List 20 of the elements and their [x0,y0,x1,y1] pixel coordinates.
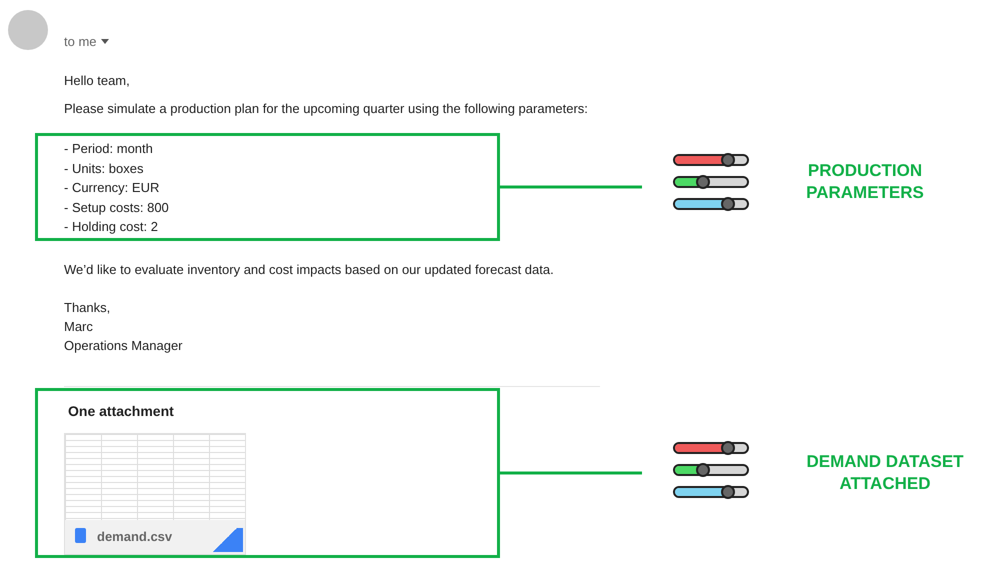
highlight-frame [35,133,500,241]
connector-line [500,186,642,188]
file-name: demand.csv [97,529,172,545]
parameter-line: - Holding cost: 2 [64,219,158,235]
connector-line [500,472,642,474]
signature-line: Marc [64,319,93,335]
parameter-line: - Setup costs: 800 [64,200,169,216]
body-paragraph: We’d like to evaluate inventory and cost impacts based on our updated forecast data. [64,262,554,278]
recipient-text: to me [64,34,97,50]
annotation-label: DEMAND DATASET ATTACHED [805,451,965,495]
attachment-heading: One attachment [68,403,174,419]
highlight-frame [35,388,500,558]
parameter-line: - Currency: EUR [64,180,160,196]
annotation-label: PRODUCTION PARAMETERS [805,160,925,204]
body-paragraph: Please simulate a production plan for the upcoming quarter using the following parameters: [64,101,588,117]
signature-line: Operations Manager [64,338,183,354]
parameter-line: - Units: boxes [64,160,144,176]
signature-line: Thanks, [64,300,110,316]
parameter-line: - Period: month [64,141,153,157]
greeting-text: Hello team, [64,73,130,89]
